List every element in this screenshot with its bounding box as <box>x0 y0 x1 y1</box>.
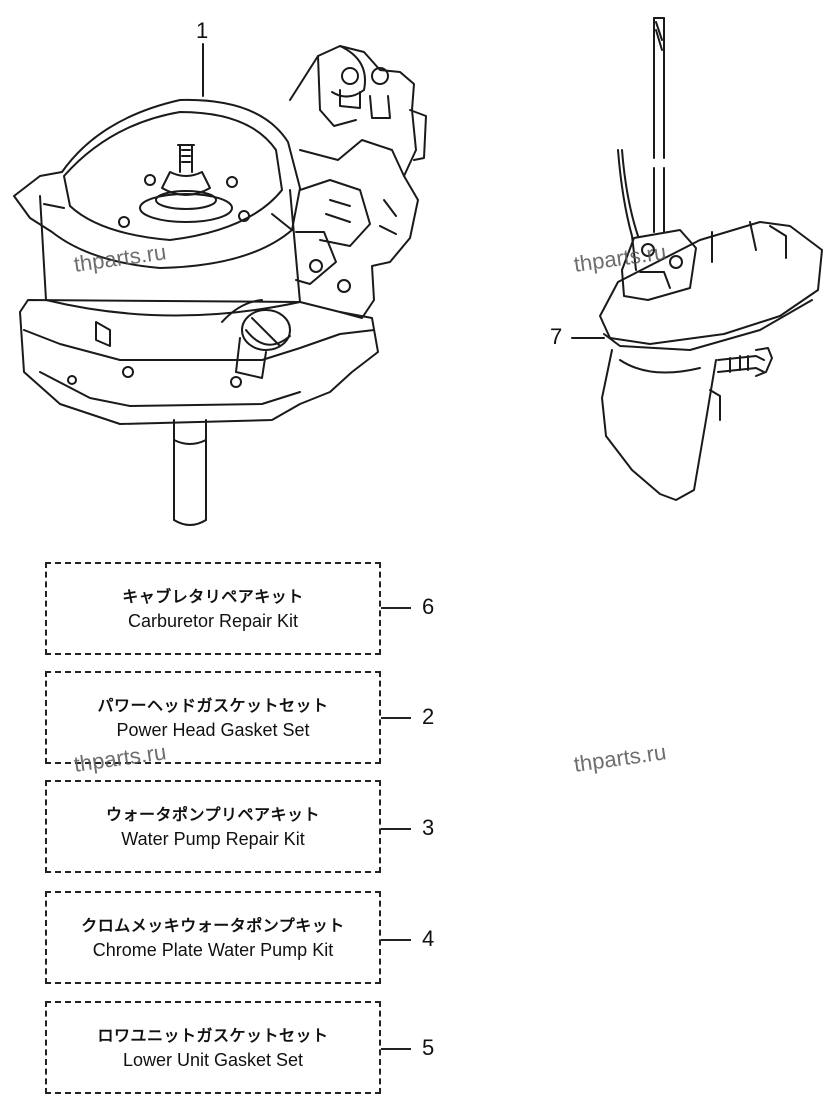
kit-jp-label: クロムメッキウォータポンプキット <box>81 915 345 935</box>
callout-7: 7 <box>550 324 563 349</box>
lower-unit-illustration <box>571 17 823 501</box>
callout-4: 4 <box>422 926 435 951</box>
callout-3: 3 <box>422 815 435 840</box>
kit-en-label: Lower Unit Gasket Set <box>122 1049 304 1070</box>
leader-line <box>381 828 411 830</box>
leader-line <box>381 1048 411 1050</box>
kit-jp-label: パワーヘッドガスケットセット <box>97 695 329 715</box>
kit-en-label: Water Pump Repair Kit <box>121 828 305 849</box>
kit-jp-label: ロワユニットガスケットセット <box>97 1025 329 1045</box>
kit-en-label: Carburetor Repair Kit <box>127 610 299 631</box>
kit-en-label: Power Head Gasket Set <box>116 719 310 740</box>
leader-line <box>381 607 411 609</box>
kit-box-power-head-gasket[interactable]: パワーヘッドガスケットセット Power Head Gasket Set <box>45 671 381 764</box>
powerhead-illustration <box>13 43 427 526</box>
kit-jp-label: キャブレタリペアキット <box>122 586 304 606</box>
kit-box-water-pump-repair[interactable]: ウォータポンプリペアキット Water Pump Repair Kit <box>45 780 381 873</box>
kit-jp-label: ウォータポンプリペアキット <box>105 804 321 824</box>
leader-line <box>381 717 411 719</box>
leader-line <box>381 939 411 941</box>
kit-box-carburetor-repair[interactable]: キャブレタリペアキット Carburetor Repair Kit <box>45 562 381 655</box>
kit-en-label: Chrome Plate Water Pump Kit <box>92 939 334 960</box>
callout-1: 1 <box>196 18 209 43</box>
kit-box-lower-unit-gasket[interactable]: ロワユニットガスケットセット Lower Unit Gasket Set <box>45 1001 381 1094</box>
callout-6: 6 <box>422 594 435 619</box>
callout-2: 2 <box>422 704 435 729</box>
callout-5: 5 <box>422 1035 435 1060</box>
kit-box-chrome-water-pump[interactable]: クロムメッキウォータポンプキット Chrome Plate Water Pump… <box>45 891 381 984</box>
